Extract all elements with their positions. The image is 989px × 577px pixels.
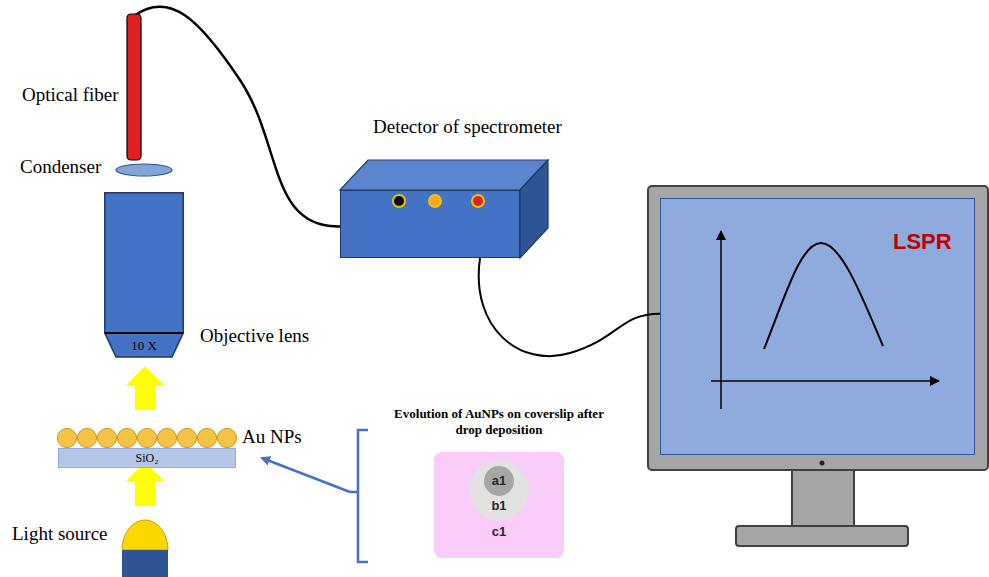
detector-side — [520, 160, 548, 258]
region-label: a1 — [484, 473, 514, 489]
monitor-frame — [648, 186, 988, 470]
part-label: Au NPs — [242, 425, 302, 449]
detector-ports — [341, 191, 521, 259]
condenser — [116, 164, 172, 176]
gold-nanoparticle — [157, 428, 176, 447]
signal-cable — [479, 258, 660, 356]
gold-nanoparticle — [77, 428, 96, 447]
monitor-button — [820, 461, 825, 466]
substrate-label: SiO₂ — [59, 451, 235, 466]
gold-nanoparticle — [177, 428, 196, 447]
region-label: c1 — [434, 524, 564, 540]
objective-lens: Objective lens10 X — [104, 192, 184, 358]
coverslip-box: Evolution of AuNPs on coverslip after dr… — [434, 452, 564, 558]
detector-top — [340, 160, 548, 190]
light-arrow — [126, 462, 164, 506]
region-label: b1 — [469, 498, 529, 514]
detector-label: Detector of spectrometer — [373, 115, 562, 139]
au-nanoparticles — [57, 428, 236, 447]
gold-nanoparticle — [117, 428, 136, 447]
part-label: Optical fiber — [22, 83, 119, 107]
pointer-arrow — [262, 458, 350, 492]
gold-nanoparticle — [137, 428, 156, 447]
magnification: 10 X — [104, 338, 184, 354]
detector-box: Detector of spectrometer — [340, 190, 520, 258]
objective-label: Objective lens — [200, 324, 309, 348]
light-source-base — [122, 550, 168, 577]
monitor-neck — [792, 470, 854, 526]
gold-nanoparticle — [57, 428, 76, 447]
lspr-title: LSPR — [893, 229, 952, 255]
inner-spot: a1 — [484, 466, 514, 496]
objective-body — [104, 192, 184, 358]
part-label: Condenser — [20, 155, 101, 179]
gold-nanoparticle — [97, 428, 116, 447]
part-label: Light source — [12, 522, 108, 546]
optical-fiber — [127, 14, 141, 160]
sio2-substrate: SiO₂ — [58, 448, 236, 468]
monitor-screen: LSPR — [660, 198, 975, 455]
evolution-title: Evolution of AuNPs on coverslip after dr… — [389, 406, 609, 438]
light-source — [122, 520, 168, 550]
bracket — [350, 430, 368, 562]
monitor-base — [736, 526, 908, 546]
gold-nanoparticle — [197, 428, 216, 447]
gold-nanoparticle — [217, 428, 236, 447]
light-arrow — [126, 366, 164, 410]
outer-ring: b1 a1 — [469, 460, 529, 520]
